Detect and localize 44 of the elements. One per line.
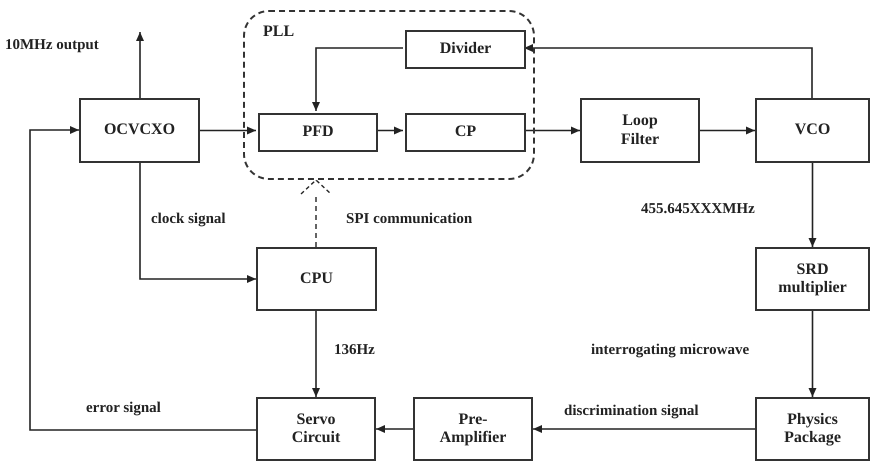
block-box: [256, 397, 376, 461]
block-box: [755, 397, 870, 461]
block-box: [405, 30, 526, 69]
edge-label: interrogating microwave: [590, 341, 750, 360]
arrow: [524, 44, 813, 98]
arrow: [29, 126, 256, 431]
arrow: [700, 126, 755, 134]
arrow: [312, 311, 320, 397]
block-box: [258, 113, 378, 152]
block-label: VCO: [794, 121, 830, 140]
block-box: [79, 98, 200, 163]
arrow: [524, 126, 580, 134]
dashed-group-box: [243, 10, 535, 180]
block-label: Servo Circuit: [290, 410, 342, 448]
block-label: OCVCXO: [104, 121, 176, 140]
edge-label: 10MHz output: [4, 36, 100, 55]
arrow: [312, 47, 403, 111]
block-label: CPU: [300, 270, 333, 288]
block-box: [755, 247, 870, 311]
block-label: PFD: [302, 123, 334, 142]
dashed-hollow-arrow: [300, 179, 332, 247]
block-label: CP: [454, 123, 476, 142]
block-box: [405, 113, 526, 152]
group-title: PLL: [263, 22, 294, 42]
arrow: [136, 32, 144, 98]
arrow: [200, 126, 256, 134]
arrow: [533, 425, 755, 433]
block-label: Divider: [440, 40, 492, 59]
block-box: [580, 98, 700, 163]
block-label: SRD multiplier: [777, 260, 848, 298]
arrow: [376, 425, 413, 433]
edge-label: discrimination signal: [563, 402, 700, 421]
edge-label: error signal: [85, 399, 162, 418]
block-box: [256, 247, 377, 311]
block-label: Pre-Amplifier: [438, 410, 508, 448]
block-label: Physics Package: [783, 410, 842, 448]
block-label: Loop Filter: [620, 112, 660, 149]
arrow: [139, 163, 256, 283]
arrow: [808, 311, 816, 397]
edge-label: clock signal: [150, 210, 227, 229]
arrow: [808, 163, 816, 247]
block-box: [413, 397, 533, 461]
arrow: [376, 126, 403, 134]
block-box: [755, 98, 870, 163]
